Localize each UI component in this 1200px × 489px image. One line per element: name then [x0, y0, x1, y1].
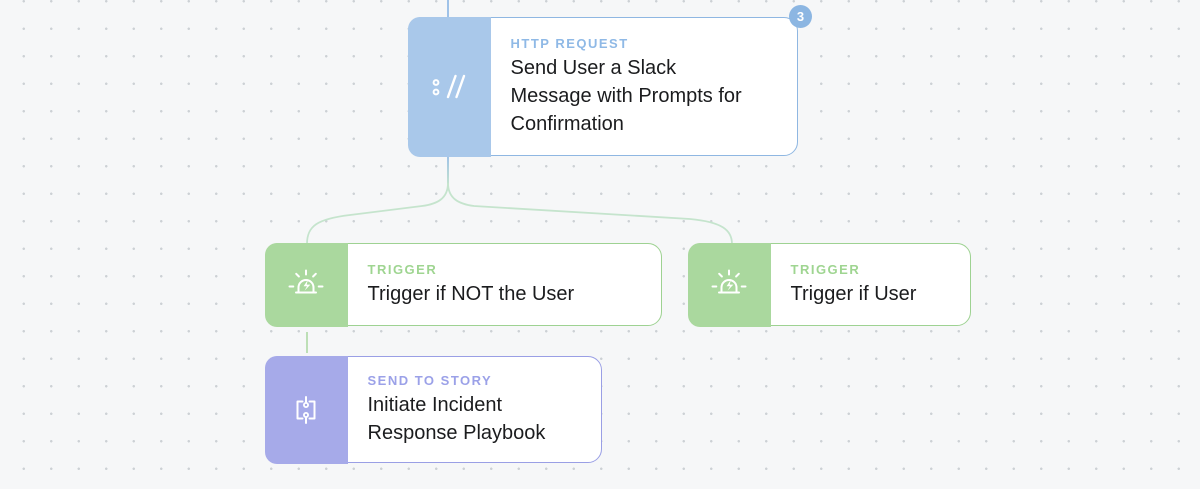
- trigger-icon-box: [264, 242, 348, 327]
- event-count-badge: 3: [789, 5, 812, 28]
- node-type-label: SEND TO STORY: [367, 372, 493, 388]
- node-http-request[interactable]: HTTP REQUEST Send User a Slack Message w…: [407, 5, 812, 157]
- node-title: Trigger if NOT the User: [367, 282, 575, 305]
- node-content: TRIGGER Trigger if User: [771, 244, 971, 325]
- connector-branch-left: [306, 182, 449, 245]
- siren-icon: [711, 269, 747, 293]
- node-trigger-not-user[interactable]: TRIGGER Trigger if NOT the User: [264, 242, 662, 327]
- http-request-icon-box: [407, 16, 491, 157]
- node-title: Send User a Slack Message with Prompts f…: [510, 56, 742, 135]
- node-content: TRIGGER Trigger if NOT the User: [348, 244, 662, 325]
- node-title: Initiate Incident Response Playbook: [367, 393, 546, 444]
- node-content: HTTP REQUEST Send User a Slack Message w…: [491, 18, 798, 155]
- node-content: SEND TO STORY Initiate Incident Response…: [348, 357, 602, 462]
- http-protocol-icon: [432, 74, 466, 98]
- trigger-icon-box: [687, 242, 771, 327]
- node-send-to-story[interactable]: SEND TO STORY Initiate Incident Response…: [264, 355, 602, 464]
- connector-branch-right: [447, 182, 733, 245]
- story-brackets-icon: [296, 395, 316, 424]
- node-title: Trigger if User: [790, 282, 917, 305]
- node-trigger-user[interactable]: TRIGGER Trigger if User: [687, 242, 971, 327]
- node-type-label: TRIGGER: [790, 261, 861, 277]
- node-type-label: HTTP REQUEST: [510, 35, 629, 51]
- node-type-label: TRIGGER: [367, 261, 438, 277]
- send-to-story-icon-box: [264, 355, 348, 464]
- siren-icon: [288, 269, 324, 293]
